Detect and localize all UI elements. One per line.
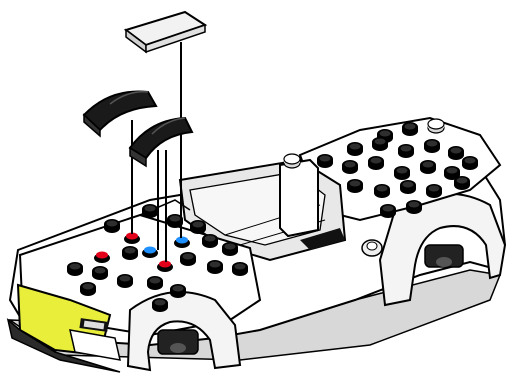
car-chassis [8,118,505,372]
curved-slope-left [84,91,156,136]
curved-slope-right [130,118,192,166]
flat-tile [126,12,205,52]
rear-wheel [425,245,463,267]
front-wheel [158,330,198,354]
